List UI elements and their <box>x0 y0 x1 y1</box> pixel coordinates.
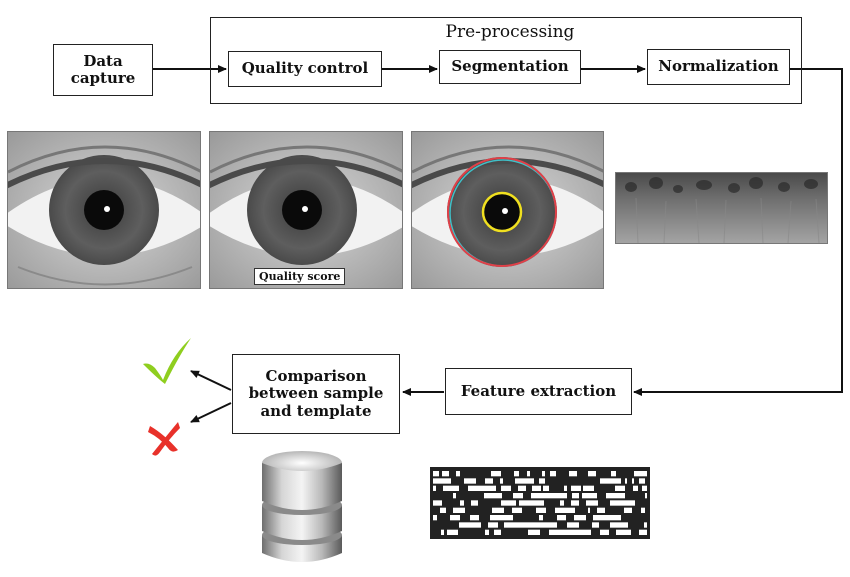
arrow-comparison-to-accept <box>190 370 232 391</box>
segmentation-box: Segmentation <box>439 50 581 84</box>
normalized-iris-strip <box>615 172 828 244</box>
normalization-box: Normalization <box>647 49 790 85</box>
eye-image-quality <box>209 131 403 289</box>
preprocessing-title: Pre-processing <box>445 22 575 42</box>
arrow-comparison-to-reject <box>190 402 232 423</box>
feature-extraction-box: Feature extraction <box>445 368 632 415</box>
barcode-template <box>430 467 650 539</box>
cross-icon <box>148 422 180 456</box>
eye-image-segmented <box>411 131 604 289</box>
preprocessing-group <box>210 17 802 104</box>
checkmark-icon <box>143 338 191 384</box>
quality-score-label: Quality score <box>254 268 346 285</box>
quality-control-box: Quality control <box>228 51 382 87</box>
data-capture-box: Data capture <box>53 44 153 96</box>
eye-image-raw <box>7 131 201 289</box>
arrow-normalization-to-feature <box>633 68 843 396</box>
database-icon <box>262 451 342 562</box>
comparison-box: Comparison between sample and template <box>232 354 400 434</box>
